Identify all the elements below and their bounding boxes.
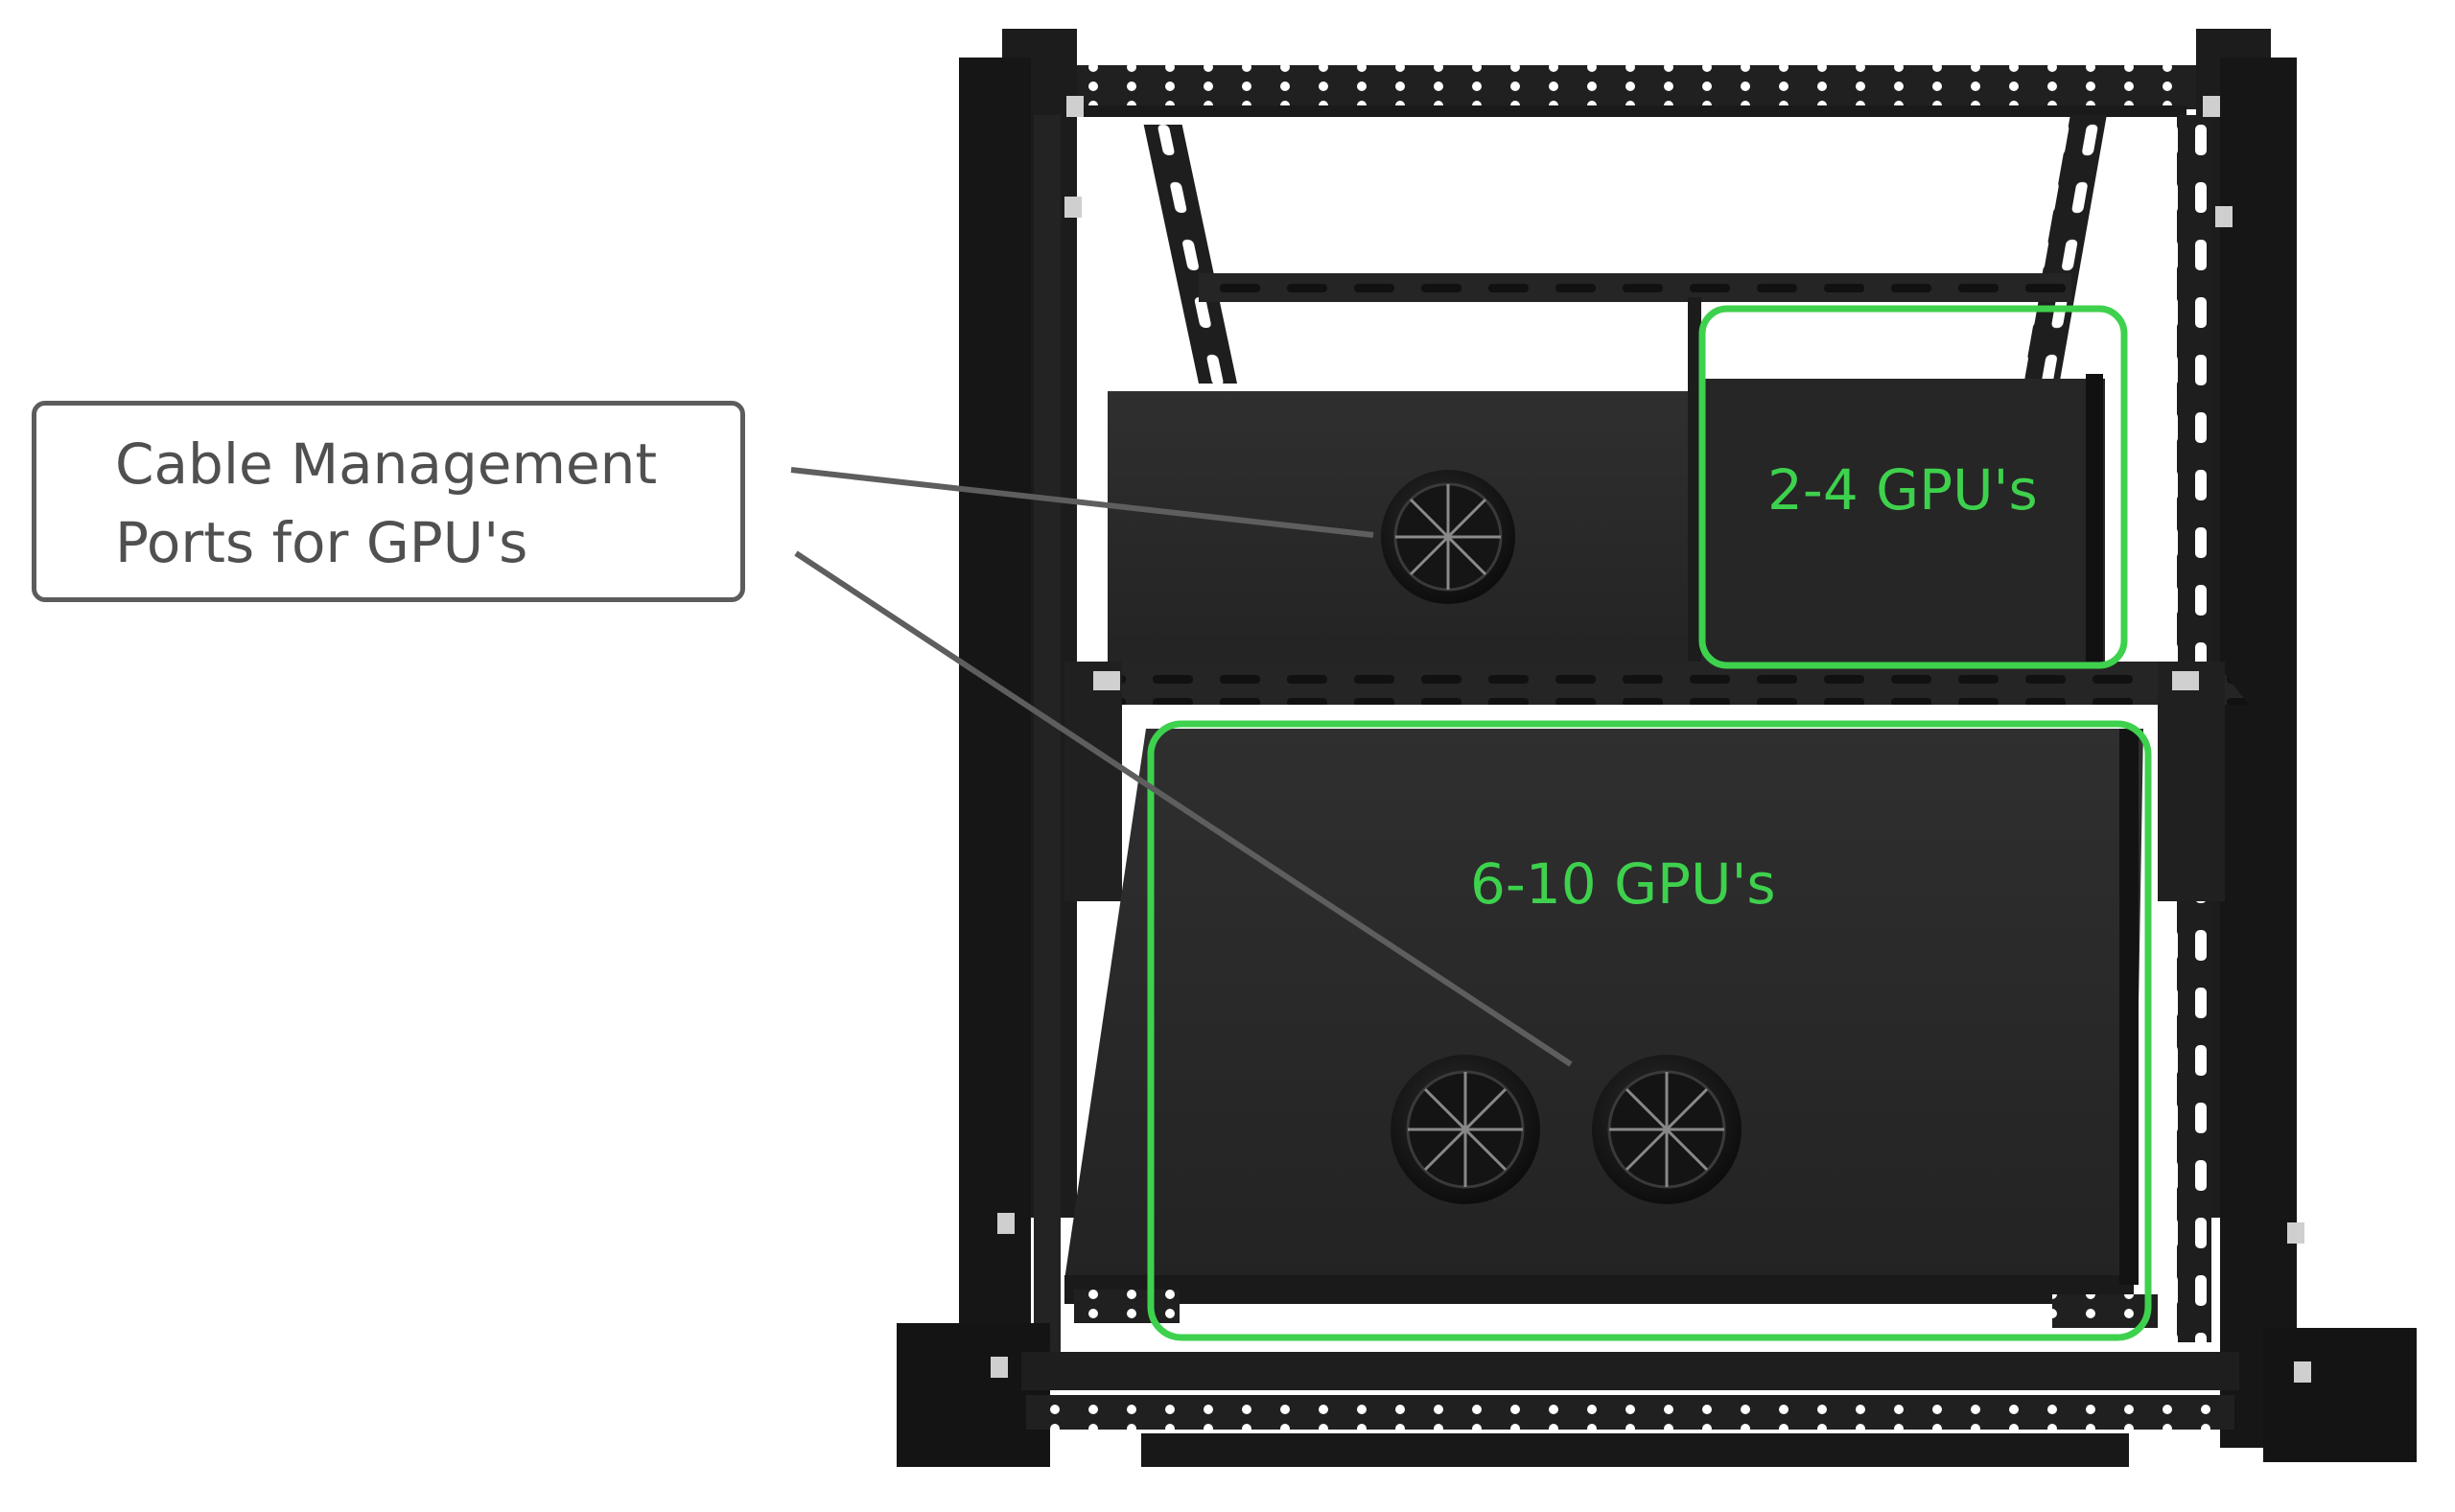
callout-box — [32, 401, 745, 602]
lower-shelf — [1064, 729, 2158, 1328]
highlight-6-10-gpu — [1147, 720, 2152, 1341]
label-2-4-gpus: 2-4 GPU's — [1767, 457, 2038, 523]
cable-management-grommet-left — [1391, 1055, 1540, 1204]
cable-management-grommet-right — [1592, 1055, 1742, 1204]
callout-leader-lines — [790, 467, 1573, 1067]
shelf-rail — [1064, 662, 2249, 901]
rack-frame — [897, 29, 2417, 1467]
cable-management-grommet-top — [1381, 470, 1515, 604]
highlight-2-4-gpu — [1698, 305, 2128, 669]
highlight-frames — [1147, 305, 2152, 1341]
callout-line-1: Cable Management — [115, 431, 658, 497]
callout-line-2: Ports for GPU's — [115, 510, 528, 575]
label-6-10-gpus: 6-10 GPU's — [1470, 851, 1776, 917]
callout-text: Cable Management Ports for GPU's — [115, 425, 729, 582]
